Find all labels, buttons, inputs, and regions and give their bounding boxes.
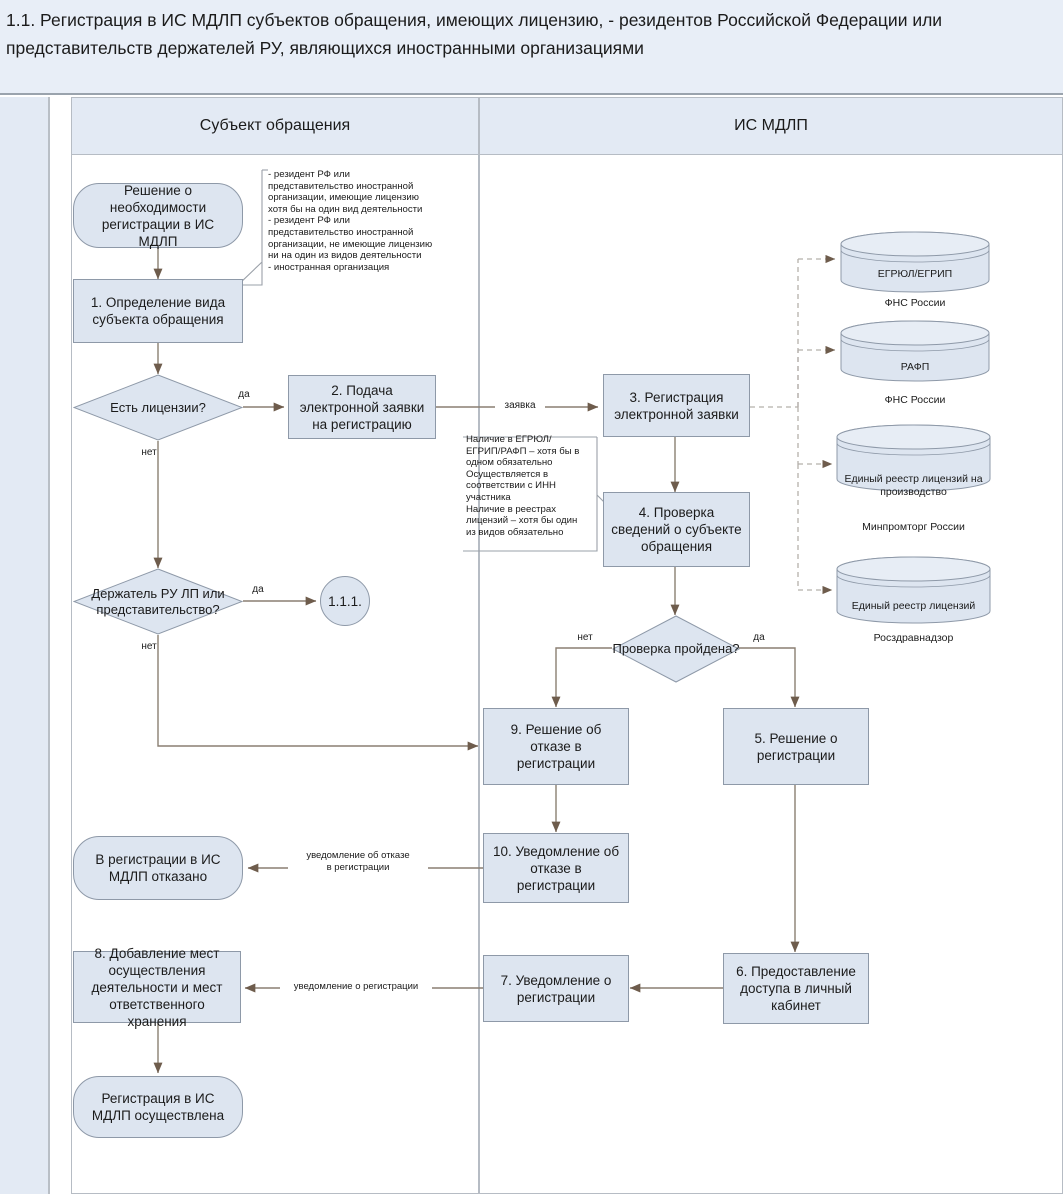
pool-left-band (0, 97, 50, 1194)
terminator-registration-denied-label: В регистрации в ИС МДЛП отказано (95, 852, 221, 884)
decision-has-license-label: Есть лицензии? (110, 399, 206, 415)
decision-is-ru-holder[interactable]: Держатель РУ ЛП или представительство? (72, 568, 244, 635)
process-step-10[interactable]: 10. Уведомление об отказе в регистрации (483, 833, 629, 903)
process-step-2[interactable]: 2. Подача электронной заявки на регистра… (288, 375, 436, 439)
terminator-registration-done-label: Регистрация в ИС МДЛП осуществлена (91, 1091, 225, 1123)
process-step-5[interactable]: 5. Решение о регистрации (723, 708, 869, 785)
terminator-registration-denied[interactable]: В регистрации в ИС МДЛП отказано (73, 836, 243, 900)
database-egrul-egrip-caption: ФНС России (884, 297, 946, 309)
database-license-registry-production-label: Единый реестр лицензий на производство (844, 473, 983, 498)
lane-body-ismdlp (479, 155, 1063, 1194)
process-step-7-label: 7. Уведомление о регистрации (500, 972, 612, 1005)
decision-is-ru-holder-shape (72, 568, 244, 635)
terminator-start[interactable]: Решение о необходимости регистрации в ИС… (73, 182, 243, 249)
database-license-registry-label: Единый реестр лицензий (851, 600, 976, 612)
diagram-title-band: 1.1. Регистрация в ИС МДЛП субъектов обр… (0, 0, 1063, 95)
database-license-registry-production[interactable] (836, 424, 991, 497)
database-egrul-egrip-label: ЕГРЮЛ/ЕГРИП (877, 268, 953, 280)
process-step-4[interactable]: 4. Проверка сведений о субъекте обращени… (603, 492, 750, 567)
decision-has-license-shape (72, 374, 244, 441)
database-egrul-egrip[interactable] (840, 231, 990, 298)
lane-header-subject-label: Субъект обращения (199, 117, 351, 134)
edge-label-check-yes: да (753, 632, 765, 643)
edge-label-check-no: нет (577, 632, 593, 643)
lane-header-subject: Субъект обращения (71, 97, 479, 155)
process-step-7[interactable]: 7. Уведомление о регистрации (483, 955, 629, 1022)
decision-has-license[interactable]: Есть лицензии? (72, 374, 244, 441)
database-license-registry-caption: Росздравнадзор (873, 632, 954, 644)
process-step-2-label: 2. Подача электронной заявки на регистра… (299, 382, 425, 432)
page-title: 1.1. Регистрация в ИС МДЛП субъектов обр… (6, 10, 943, 58)
decision-check-passed-label: Проверка пройдена? (612, 641, 740, 656)
note-check-rules: Наличие в ЕГРЮЛ/ ЕГРИП/РАФП – хотя бы в … (466, 434, 580, 538)
database-license-registry[interactable] (836, 556, 991, 629)
decision-check-passed[interactable]: Проверка пройдена? (611, 615, 741, 683)
process-step-1[interactable]: 1. Определение вида субъекта обращения (73, 279, 243, 343)
edge-label-holder-yes: да (252, 584, 264, 595)
process-step-3-label: 3. Регистрация электронной заявки (614, 389, 739, 422)
database-egrul-egrip-shape (840, 231, 990, 293)
process-step-5-label: 5. Решение о регистрации (754, 730, 838, 763)
decision-is-ru-holder-label: Держатель РУ ЛП или представительство? (91, 585, 225, 617)
note-subject-types: - резидент РФ или представительство инос… (268, 169, 433, 273)
edge-label-application: заявка (495, 400, 545, 412)
process-step-8-label: 8. Добавление мест осуществления деятель… (91, 945, 223, 1029)
lane-header-ismdlp-label: ИС МДЛП (734, 117, 808, 134)
process-step-10-label: 10. Уведомление об отказе в регистрации (492, 843, 620, 893)
database-license-registry-production-shape (836, 424, 991, 492)
edge-label-refusal-notice: уведомление об отказе в регистрации (288, 850, 428, 874)
process-step-3[interactable]: 3. Регистрация электронной заявки (603, 374, 750, 437)
edge-label-registration-notice: уведомление о регистрации (280, 981, 432, 993)
process-step-8[interactable]: 8. Добавление мест осуществления деятель… (73, 946, 241, 1029)
process-step-1-label: 1. Определение вида субъекта обращения (90, 295, 226, 327)
database-rafp-shape (840, 320, 990, 382)
reference-1-1-1-label: 1.1.1. (328, 593, 362, 609)
terminator-registration-done[interactable]: Регистрация в ИС МДЛП осуществлена (73, 1076, 243, 1138)
database-rafp[interactable] (840, 320, 990, 387)
process-step-4-label: 4. Проверка сведений о субъекте обращени… (611, 505, 742, 554)
database-rafp-caption: ФНС России (884, 394, 946, 406)
terminator-start-label: Решение о необходимости регистрации в ИС… (101, 182, 215, 249)
process-step-6-label: 6. Предоставление доступа в личный кабин… (736, 964, 856, 1013)
database-license-registry-production-caption: Минпромторг России (862, 521, 965, 533)
reference-1-1-1[interactable]: 1.1.1. (320, 576, 370, 626)
lane-header-ismdlp: ИС МДЛП (479, 97, 1063, 155)
edge-label-license-yes: да (238, 389, 250, 400)
process-step-6[interactable]: 6. Предоставление доступа в личный кабин… (723, 953, 869, 1024)
database-license-registry-shape (836, 556, 991, 624)
edge-label-holder-no: нет (141, 641, 157, 652)
database-rafp-label: РАФП (900, 361, 930, 373)
decision-check-passed-shape (611, 615, 741, 683)
edge-label-license-no: нет (141, 447, 157, 458)
process-step-9-label: 9. Решение об отказе в регистрации (510, 722, 602, 771)
process-step-9[interactable]: 9. Решение об отказе в регистрации (483, 708, 629, 785)
